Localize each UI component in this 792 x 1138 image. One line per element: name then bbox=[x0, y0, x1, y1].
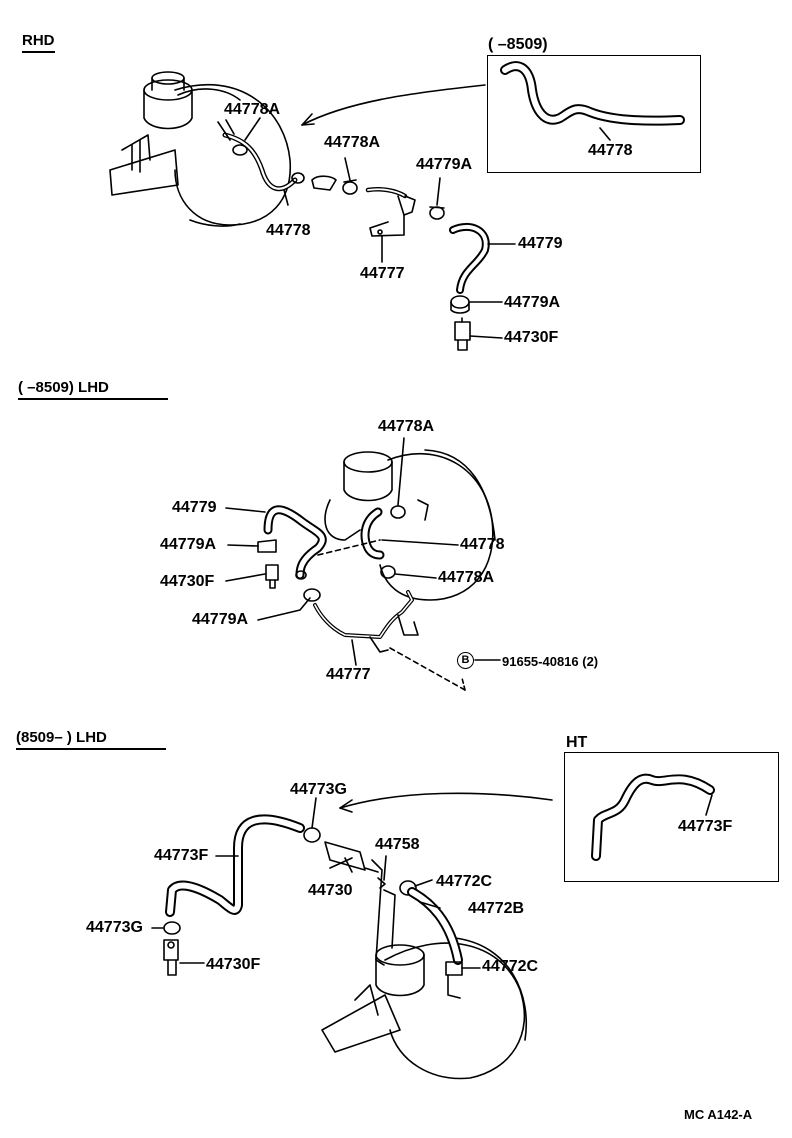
inset-early-range-box bbox=[487, 55, 701, 173]
inset-ht-title: HT bbox=[566, 734, 588, 751]
rhd-label-clamp-b: 44778A bbox=[324, 134, 381, 151]
lhd-early-label-clamp-b: 44779A bbox=[192, 611, 249, 628]
rhd-label-bracket: 44777 bbox=[360, 265, 405, 282]
rhd-label-valve: 44730F bbox=[504, 329, 559, 346]
lhd-late-label-hose-f: 44773F bbox=[154, 847, 209, 864]
lhd-late-hose-44772B bbox=[407, 887, 463, 999]
lhd-early-label-clamp-c: 44778A bbox=[438, 569, 495, 586]
rhd-clamp-44779A-lower bbox=[450, 295, 470, 314]
lhd-early-label-clamp-top: 44778A bbox=[378, 418, 435, 435]
rhd-clamp-44779A bbox=[429, 206, 445, 220]
lhd-late-label-clamp-g-top: 44773G bbox=[290, 781, 347, 798]
rhd-inset-pointer bbox=[301, 84, 486, 126]
inset-early-range-title: ( –8509) bbox=[488, 36, 548, 53]
lhd-early-bracket-44777 bbox=[313, 590, 419, 653]
rhd-label-hose: 44778 bbox=[266, 222, 311, 239]
lhd-early-hose-44778 bbox=[360, 507, 385, 560]
lhd-early-label-hose-a: 44779 bbox=[172, 499, 217, 516]
lhd-early-label-bolt: 91655-40816 (2) bbox=[502, 654, 599, 669]
lhd-early-label-hose-b: 44778 bbox=[460, 536, 505, 553]
rhd-clamp-44778A bbox=[311, 175, 358, 195]
rhd-brake-booster bbox=[109, 71, 291, 227]
lhd-late-inset-pointer bbox=[339, 792, 553, 813]
inset-ht-box bbox=[564, 752, 779, 882]
lhd-late-label-valve: 44730 bbox=[308, 882, 353, 899]
rhd-inset-hose-44778 bbox=[500, 61, 685, 126]
rhd-label-hose-b: 44779 bbox=[518, 235, 563, 252]
footer-code: MC A142-A bbox=[684, 1107, 753, 1122]
rhd-label-clamp-c: 44779A bbox=[416, 156, 473, 173]
lhd-late-hose-44773F bbox=[165, 814, 305, 917]
lhd-late-inset-hose-44773F bbox=[591, 773, 715, 861]
section-title-lhd-early: ( –8509) LHD bbox=[18, 379, 168, 400]
section-title-rhd: RHD bbox=[22, 32, 55, 53]
lhd-early-label-clamp-a: 44779A bbox=[160, 536, 217, 553]
rhd-hose-44778 bbox=[217, 119, 305, 192]
lhd-early-bolt-badge: B bbox=[457, 652, 474, 669]
lhd-late-label-valve-f: 44730F bbox=[206, 956, 261, 973]
rhd-valve-44730F bbox=[454, 317, 471, 351]
lhd-early-clamps bbox=[257, 505, 406, 602]
lhd-late-brake-booster bbox=[321, 859, 527, 1080]
lhd-late-label-union: 44758 bbox=[375, 836, 420, 853]
inset-ht-part: 44773F bbox=[678, 818, 733, 835]
lhd-late-label-clamp-c-bottom: 44772C bbox=[482, 958, 539, 975]
lhd-late-label-hose-b: 44772B bbox=[468, 900, 525, 917]
lhd-late-label-clamp-c-top: 44772C bbox=[436, 873, 493, 890]
inset-early-range-part: 44778 bbox=[588, 142, 633, 159]
section-title-lhd-late: (8509– ) LHD bbox=[16, 729, 166, 750]
lhd-early-brake-booster bbox=[324, 449, 496, 601]
rhd-hose-44779 bbox=[449, 222, 490, 294]
rhd-label-clamp-d: 44779A bbox=[504, 294, 561, 311]
rhd-label-clamp-a: 44778A bbox=[224, 101, 281, 118]
lhd-early-label-bracket: 44777 bbox=[326, 666, 371, 683]
rhd-bracket-44777 bbox=[365, 187, 416, 237]
lhd-late-label-clamp-g-bottom: 44773G bbox=[86, 919, 143, 936]
lhd-early-hose-44779 bbox=[263, 505, 327, 580]
lhd-early-label-valve: 44730F bbox=[160, 573, 215, 590]
